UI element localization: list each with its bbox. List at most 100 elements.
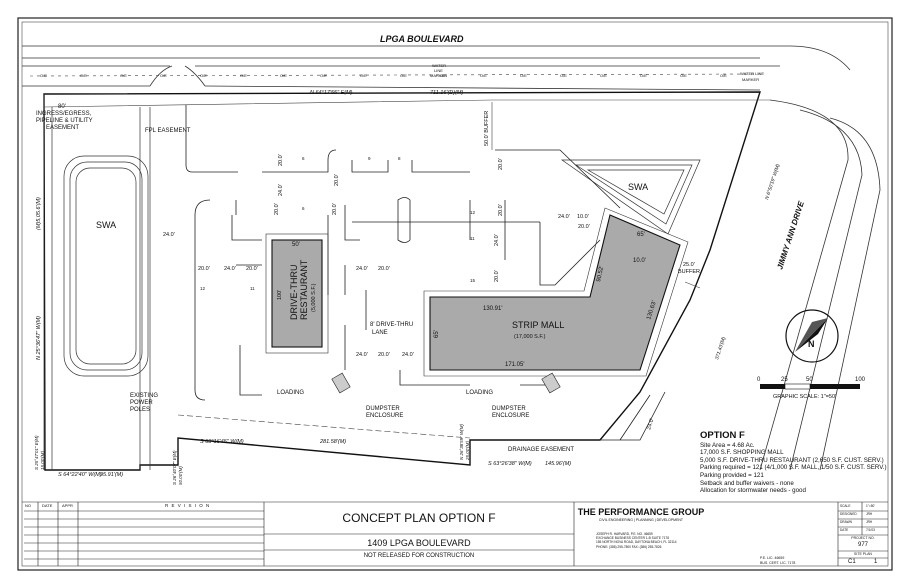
west-bearing: N 25°36'47" W(M) [36, 316, 42, 360]
dimension-label: 24.0' [356, 266, 368, 272]
east-bearing: N 6°50'19" W(M) [764, 163, 781, 201]
stall-count: 6 [302, 206, 305, 211]
drainage-easement-line [177, 414, 471, 439]
option-line-5: Parking provided = 121 [700, 471, 764, 479]
rev-header-no: NO [25, 503, 31, 508]
ohe-marker: O/E [320, 73, 327, 78]
overhead-electric-line [29, 73, 761, 77]
ingress-easement [43, 94, 151, 470]
dimension-label: 24.0' [278, 184, 284, 196]
rev-header-date: DATE [42, 503, 53, 508]
buffer-50-label: 50.0' BUFFER [484, 111, 490, 146]
ohe-marker: O/E [440, 73, 447, 78]
dimension-label: 20.0' [378, 352, 390, 358]
dumpster-west-1: DUMPSTER [366, 406, 400, 412]
south-distance-2: 145.96'(M) [545, 461, 571, 467]
pe-license: P.E. LIC. 46659 BUS. CERT. LIC. 7178 [760, 556, 795, 565]
ingress-label-2: INGRESS/EGRESS, [36, 111, 92, 117]
power-poles-3: POLES [130, 407, 150, 413]
stall-count: 11 [250, 286, 255, 291]
firm-address-block: JOSEPH R. HARVARD, P.E. NO. 46659 EXCHAN… [596, 532, 696, 549]
pe-license-1: P.E. LIC. 46659 [760, 556, 785, 560]
dimension-label: 24.0' [494, 234, 500, 246]
ingress-label-4: EASEMENT [46, 125, 79, 131]
mall-dim-west: 65' [434, 330, 440, 338]
ohe-marker: O/E [360, 73, 367, 78]
firm-name: THE PERFORMANCE GROUP [577, 507, 705, 517]
lpga-boulevard-label: LPGA BOULEVARD [380, 34, 464, 44]
dimension-label: 24.0' [402, 352, 414, 358]
option-line-1: Site Area = 4.68 Ac. [700, 441, 755, 449]
jog-bearing-1: N 26°38'59" W(M) [459, 423, 464, 460]
pe-license-2: BUS. CERT. LIC. 7178 [760, 560, 796, 565]
dimension-label: 20.0' [578, 224, 590, 230]
ohe-marker: O/E [200, 73, 207, 78]
east-swa-pond [560, 159, 701, 235]
north-arrow: N [785, 309, 839, 363]
stall-count: 9 [368, 156, 371, 161]
side-value-designed: JRH [866, 512, 873, 516]
jog-distance-1: 25.00'(M) [465, 441, 470, 461]
ohe-marker: O/E [520, 73, 527, 78]
stall-count: 8 [398, 156, 401, 161]
restaurant-height: 100' [277, 290, 283, 300]
water-marker-2a: WATER LINE [740, 71, 764, 76]
ohe-marker: O/E [120, 73, 127, 78]
side-value-date: 7/1/03 [866, 528, 875, 532]
sheet-number: C1 [848, 559, 856, 565]
project-no: 977 [857, 542, 868, 548]
scale-tick-25: 25 [781, 377, 788, 383]
scale-tick-0: 0 [757, 377, 761, 383]
mall-dim-inner: 90.52' [596, 265, 605, 282]
scale-tick-100: 100 [855, 377, 866, 383]
ohe-marker: O/E [160, 73, 167, 78]
stall-count: 15 [470, 278, 476, 283]
mall-dim-ne: 65' [637, 232, 645, 238]
dimension-label: 24.0' [356, 352, 368, 358]
firm-address-2: EXCHANGE BUSINESS CENTER 1-B SUITE 7178 [596, 536, 669, 541]
power-poles-2: POWER [130, 400, 153, 406]
dimension-label: 20.0' [332, 203, 338, 215]
strip-mall-building [429, 214, 681, 371]
option-title: OPTION F [700, 430, 745, 441]
jog-distance-3: 15.00'(M) [40, 451, 45, 470]
south-bearing-2: S 63°26'38" W(M) [488, 461, 532, 467]
rev-header-appr: APPR [62, 503, 73, 508]
dimension-label: 20.0' [334, 174, 340, 186]
firm-address-4: PHONE: (386) 255-7800 FAX: (386) 255-782… [596, 544, 662, 549]
dimension-label: 20.0' [498, 158, 504, 170]
south-bearing-1: S 63°16'45" W(M) [200, 439, 244, 445]
ingress-label-1: 80' [58, 104, 66, 110]
dimension-label: 10.0' [577, 214, 589, 220]
jog-bearing-3: S 25°47'01" E(M) [34, 435, 39, 470]
dimension-label: 20.0' [274, 203, 280, 215]
dumpster-east-1: DUMPSTER [492, 406, 526, 412]
restaurant-title-1: DRIVE-THRU [289, 265, 299, 321]
lpga-boulevard [22, 45, 851, 91]
dumpster-west [331, 372, 351, 394]
side-value-drawn: JRH [866, 520, 873, 524]
stall-count: 6 [302, 156, 305, 161]
buffer-25-label-2: BUFFER [678, 269, 700, 275]
strip-mall-title: STRIP MALL [512, 320, 564, 330]
ohe-marker: O/E [80, 73, 87, 78]
construction-note: NOT RELEASED FOR CONSTRUCTION [363, 553, 475, 559]
restaurant-width: 50' [292, 242, 300, 248]
plan-address: 1409 LPGA BOULEVARD [367, 538, 471, 548]
option-notes: OPTION F Site Area = 4.68 Ac. 17,000 S.F… [700, 430, 900, 495]
ohe-marker: O/E [280, 73, 287, 78]
restaurant-area: (5,000 S.F.) [311, 283, 317, 312]
loading-east: LOADING [466, 390, 493, 396]
dimension-label: 20.0' [498, 204, 504, 216]
option-line-4: Parking required = 121 (4/1,000 S.F. MAL… [700, 464, 887, 472]
restaurant-title-2: RESTAURANT [299, 259, 309, 320]
drive-thru-restaurant-building [271, 239, 323, 348]
side-label-scale: SCALE [840, 504, 851, 508]
south-distance-1: 281.58'(M) [319, 439, 346, 445]
ohe-marker: O/E [600, 73, 607, 78]
east-driveway [600, 391, 666, 441]
revision-header: R E V I S I O N [165, 503, 211, 508]
